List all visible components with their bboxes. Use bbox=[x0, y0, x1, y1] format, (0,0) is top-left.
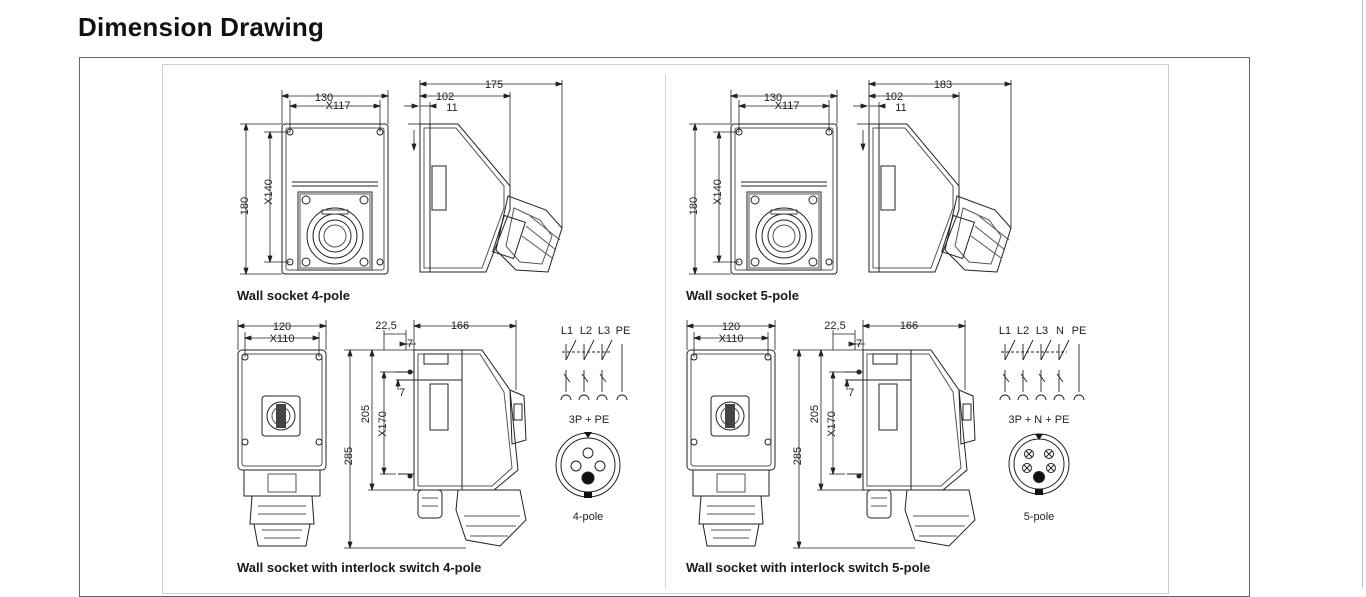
dim-130: 130 bbox=[315, 92, 333, 104]
dimension-labels-5-pole: 130 X117 183 102 11 180 X140 120 X110 22… bbox=[688, 79, 1086, 523]
dim-120: 120 bbox=[273, 321, 291, 333]
caption-wall-socket-4-pole: Wall socket 4-pole bbox=[237, 288, 350, 303]
dim-x170: X170 bbox=[826, 411, 838, 437]
pole-label: 4-pole bbox=[573, 511, 604, 523]
circuit-label-n: N bbox=[1056, 325, 1064, 337]
front-view-dimensions bbox=[240, 90, 390, 276]
dim-102: 102 bbox=[436, 91, 454, 103]
dim-22-5: 22,5 bbox=[375, 320, 396, 332]
caption-interlock-4-pole: Wall socket with interlock switch 4-pole bbox=[237, 560, 482, 575]
dim-183: 183 bbox=[934, 79, 952, 91]
pole-label: 5-pole bbox=[1024, 511, 1055, 523]
wall-socket-side-view bbox=[868, 123, 1012, 273]
dim-285: 285 bbox=[343, 447, 355, 465]
dim-11: 11 bbox=[446, 102, 457, 114]
dim-x110: X110 bbox=[270, 333, 295, 345]
circuit-label-l3: L3 bbox=[1036, 325, 1048, 337]
dim-7-top: 7 bbox=[856, 338, 862, 350]
interlock-front-dimensions bbox=[685, 320, 777, 357]
circuit-label-l1: L1 bbox=[561, 325, 573, 337]
circuit-label-l1: L1 bbox=[999, 325, 1011, 337]
dim-205: 205 bbox=[809, 405, 821, 423]
circuit-label-l3: L3 bbox=[598, 325, 610, 337]
wall-socket-front-view bbox=[730, 123, 838, 275]
page-title: Dimension Drawing bbox=[78, 12, 325, 42]
circuit-label-pe: PE bbox=[1072, 325, 1087, 337]
dim-175: 175 bbox=[485, 79, 503, 91]
interlock-side-dimensions bbox=[344, 320, 518, 550]
caption-interlock-5-pole: Wall socket with interlock switch 5-pole bbox=[686, 560, 931, 575]
config-label: 3P + PE bbox=[569, 414, 609, 426]
dim-7-bottom: 7 bbox=[399, 387, 405, 399]
interlock-front-view bbox=[686, 349, 776, 547]
dim-x110: X110 bbox=[719, 333, 744, 345]
circuit-diagram-4-pole bbox=[560, 339, 628, 401]
dim-102: 102 bbox=[885, 91, 903, 103]
dim-180: 180 bbox=[239, 197, 251, 215]
pin-layout-5-pole bbox=[1008, 433, 1070, 495]
dim-7-bottom: 7 bbox=[848, 387, 854, 399]
wall-socket-front-view bbox=[281, 123, 389, 275]
dim-166: 166 bbox=[900, 320, 918, 332]
side-view-dimensions bbox=[853, 80, 1013, 228]
dim-x140: X140 bbox=[263, 179, 275, 205]
dim-205: 205 bbox=[360, 405, 372, 423]
interlock-side-dimensions bbox=[793, 320, 967, 550]
dimension-labels-4-pole: 130 X117 175 102 11 180 X140 120 X110 22… bbox=[239, 79, 630, 523]
interlock-side-view bbox=[845, 349, 976, 547]
dim-285: 285 bbox=[792, 447, 804, 465]
dim-180: 180 bbox=[688, 197, 700, 215]
dim-x117: X117 bbox=[775, 100, 800, 112]
front-view-dimensions bbox=[689, 90, 839, 276]
dim-7-top: 7 bbox=[407, 338, 413, 350]
pin-layout-4-pole bbox=[555, 432, 621, 498]
dim-x140: X140 bbox=[712, 179, 724, 205]
dim-x117: X117 bbox=[326, 100, 351, 112]
dim-x170: X170 bbox=[377, 411, 389, 437]
circuit-label-pe: PE bbox=[616, 325, 631, 337]
circuit-label-l2: L2 bbox=[580, 325, 592, 337]
interlock-side-view bbox=[396, 349, 527, 547]
dim-22-5: 22,5 bbox=[824, 320, 845, 332]
panel-divider bbox=[665, 74, 666, 588]
config-label: 3P + N + PE bbox=[1009, 414, 1070, 426]
dim-11: 11 bbox=[895, 102, 906, 114]
caption-wall-socket-5-pole: Wall socket 5-pole bbox=[686, 288, 799, 303]
circuit-diagram-5-pole bbox=[999, 339, 1085, 401]
dim-130: 130 bbox=[764, 92, 782, 104]
side-view-dimensions bbox=[404, 80, 564, 228]
circuit-label-l2: L2 bbox=[1017, 325, 1029, 337]
dim-120: 120 bbox=[722, 321, 740, 333]
wall-socket-side-view bbox=[419, 123, 563, 273]
interlock-front-dimensions bbox=[236, 320, 328, 357]
window-edge bbox=[1362, 0, 1363, 588]
dim-166: 166 bbox=[451, 320, 469, 332]
